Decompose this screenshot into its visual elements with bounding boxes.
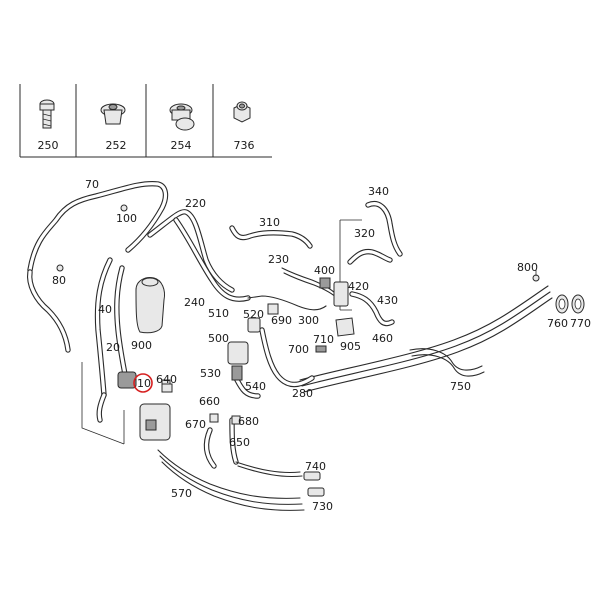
highlight-ring-part-10: [133, 373, 153, 393]
expansion-rivet-icon: [169, 103, 195, 131]
part-label-310[interactable]: 310: [259, 216, 280, 229]
part-labels: 10 20 40 70 80 100 220 230 240 280 300 3…: [52, 178, 591, 513]
legend-label-252: 252: [106, 139, 127, 152]
legend-label-254: 254: [171, 139, 192, 152]
rivet-nut-icon: [100, 103, 126, 125]
part-label-710[interactable]: 710: [313, 333, 334, 346]
part-label-280[interactable]: 280: [292, 387, 313, 400]
part-label-420[interactable]: 420: [348, 280, 369, 293]
part-label-570[interactable]: 570: [171, 487, 192, 500]
legend-label-736: 736: [234, 139, 255, 152]
part-label-340[interactable]: 340: [368, 185, 389, 198]
part-label-40[interactable]: 40: [98, 303, 112, 316]
part-label-730[interactable]: 730: [312, 500, 333, 513]
part-label-10[interactable]: 10: [137, 377, 151, 390]
torx-bolt-icon: [39, 99, 55, 129]
part-label-750[interactable]: 750: [450, 380, 471, 393]
hex-nut-icon: [233, 101, 251, 123]
part-label-640[interactable]: 640: [156, 373, 177, 386]
part-label-740[interactable]: 740: [305, 460, 326, 473]
part-label-650[interactable]: 650: [229, 436, 250, 449]
part-label-540[interactable]: 540: [245, 380, 266, 393]
part-label-100[interactable]: 100: [116, 212, 137, 225]
part-label-530[interactable]: 530: [200, 367, 221, 380]
valve-500: [227, 341, 249, 365]
pump-unit: [117, 371, 137, 389]
part-label-80[interactable]: 80: [52, 274, 66, 287]
part-label-900[interactable]: 900: [131, 339, 152, 352]
part-label-770[interactable]: 770: [570, 317, 591, 330]
part-label-400[interactable]: 400: [314, 264, 335, 277]
part-label-905[interactable]: 905: [340, 340, 361, 353]
part-label-700[interactable]: 700: [288, 343, 309, 356]
part-label-670[interactable]: 670: [185, 418, 206, 431]
part-label-520[interactable]: 520: [243, 308, 264, 321]
fitting-420: [333, 281, 349, 307]
part-label-240[interactable]: 240: [184, 296, 205, 309]
part-label-500[interactable]: 500: [208, 332, 229, 345]
part-label-20[interactable]: 20: [106, 341, 120, 354]
components: [56, 204, 585, 497]
part-label-230[interactable]: 230: [268, 253, 289, 266]
part-label-220[interactable]: 220: [185, 197, 206, 210]
part-label-690[interactable]: 690: [271, 314, 292, 327]
hose-lines: [27, 180, 553, 511]
part-label-70[interactable]: 70: [85, 178, 99, 191]
part-label-320[interactable]: 320: [354, 227, 375, 240]
part-label-760[interactable]: 760: [547, 317, 568, 330]
part-label-660[interactable]: 660: [199, 395, 220, 408]
part-label-800[interactable]: 800: [517, 261, 538, 274]
part-label-300[interactable]: 300: [298, 314, 319, 327]
hardware-legend: 250 252 254 736: [19, 84, 272, 158]
legend-label-250: 250: [38, 139, 59, 152]
part-label-510[interactable]: 510: [208, 307, 229, 320]
part-label-680[interactable]: 680: [238, 415, 259, 428]
part-label-460[interactable]: 460: [372, 332, 393, 345]
part-label-430[interactable]: 430: [377, 294, 398, 307]
